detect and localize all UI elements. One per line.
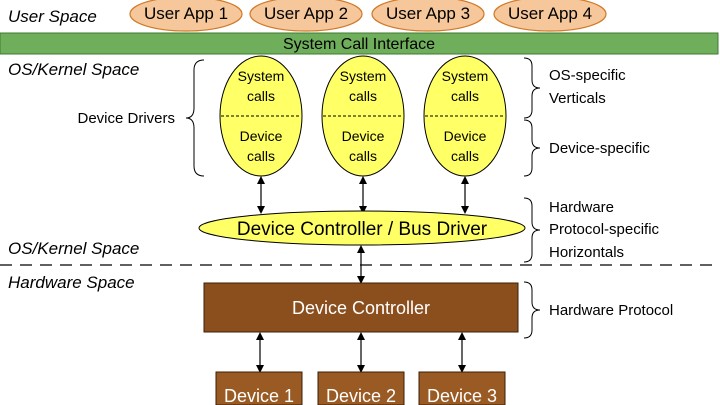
driver-2: System calls Device calls [321,55,405,177]
device-specific-label: Device-specific [549,140,650,157]
user-space-label: User Space [8,7,97,26]
horizontals-label: Horizontals [549,244,624,261]
os-specific-label: OS-specific [549,67,626,84]
protocol-specific-label: Protocol-specific [549,221,660,238]
user-app-3: User App 3 [371,0,485,32]
user-app-1: User App 1 [129,0,243,32]
user-app-label: User App 2 [264,4,348,23]
hardware-protocol-brace [523,281,541,339]
device-calls-text: calls [349,148,377,164]
device-drivers-brace [185,59,205,177]
device-calls-text: Device [342,128,385,144]
system-call-interface-bar: System Call Interface [0,32,719,55]
user-app-label: User App 3 [386,4,470,23]
bus-driver: Device Controller / Bus Driver [198,210,526,246]
system-call-interface-label: System Call Interface [283,36,435,53]
device-1: Device 1 [215,371,303,405]
device-calls-text: Device [444,128,487,144]
device-drivers-label: Device Drivers [77,110,175,127]
device-controller: Device Controller [203,282,519,333]
system-calls-text: calls [349,88,377,104]
hardware-label: Hardware [549,199,614,216]
os-kernel-space-top-label: OS/Kernel Space [8,60,139,79]
hardware-protocol-label: Hardware Protocol [549,302,673,319]
os-specific-brace [523,57,541,119]
device-label: Device 2 [326,386,396,405]
verticals-label: Verticals [549,90,606,107]
user-app-label: User App 1 [144,4,228,23]
device-3: Device 3 [418,371,506,405]
system-calls-text: System [238,68,285,84]
device-calls-text: calls [247,148,275,164]
driver-1: System calls Device calls [219,55,303,177]
os-kernel-space-bottom-label: OS/Kernel Space [8,239,139,258]
system-calls-text: System [340,68,387,84]
device-2: Device 2 [317,371,405,405]
device-calls-text: Device [240,128,283,144]
driver-3: System calls Device calls [423,55,507,177]
hardware-space-label: Hardware Space [8,273,135,292]
system-calls-text: calls [451,88,479,104]
user-app-2: User App 2 [249,0,363,32]
hw-protocol-specific-brace [523,197,541,263]
device-controller-label: Device Controller [292,298,430,318]
user-app-4: User App 4 [493,0,607,32]
system-calls-text: System [442,68,489,84]
device-specific-brace [523,119,541,177]
bus-driver-label: Device Controller / Bus Driver [237,219,488,240]
device-label: Device 1 [224,386,294,405]
user-app-label: User App 4 [508,4,592,23]
device-calls-text: calls [451,148,479,164]
system-calls-text: calls [247,88,275,104]
device-label: Device 3 [427,386,497,405]
